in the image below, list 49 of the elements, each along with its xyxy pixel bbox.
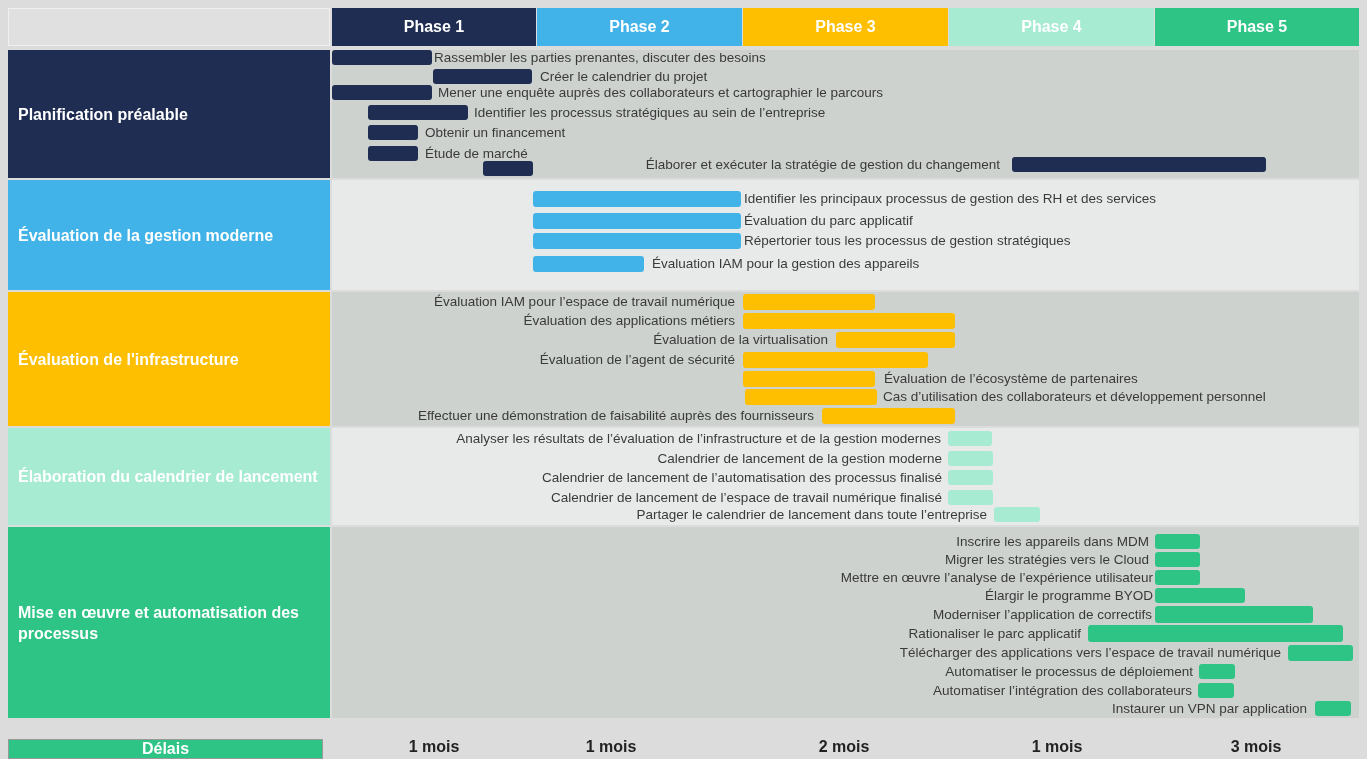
duration-label: 1 mois bbox=[584, 738, 638, 756]
task-label: Cas d’utilisation des collaborateurs et développement personnel bbox=[883, 389, 1266, 405]
task-label: Analyser les résultats de l’évaluation de l’infrastructure et de la gestion modernes bbox=[456, 430, 941, 447]
phase-header: Phase 5 bbox=[1155, 8, 1359, 46]
task-label: Moderniser l’application de correctifs bbox=[932, 606, 1152, 623]
duration-label: 1 mois bbox=[407, 738, 461, 756]
category-band: Élaboration du calendrier de lancement bbox=[8, 428, 330, 525]
task-label: Évaluation IAM pour la gestion des appareils bbox=[652, 256, 920, 272]
task-label: Identifier les processus stratégiques au sein de l’entreprise bbox=[474, 104, 826, 121]
task-label: Élaborer et exécuter la stratégie de gestion du changement bbox=[645, 156, 1000, 173]
category-band: Planification préalable bbox=[8, 50, 330, 178]
task-label: Étude de marché bbox=[425, 145, 528, 162]
duration-label: 1 mois bbox=[1030, 738, 1084, 756]
task-label: Évaluation de l’agent de sécurité bbox=[539, 352, 735, 368]
task-label: Évaluation de la virtualisation bbox=[653, 332, 828, 348]
task-label: Instaurer un VPN par application bbox=[1111, 700, 1307, 717]
task-label: Créer le calendrier du projet bbox=[540, 68, 708, 85]
task-label: Automatiser l’intégration des collaborateurs bbox=[933, 682, 1192, 699]
phase-header: Phase 4 bbox=[949, 8, 1154, 46]
task-label: Identifier les principaux processus de gestion des RH et des services bbox=[744, 191, 1156, 207]
task-label: Obtenir un financement bbox=[425, 124, 566, 141]
category-band: Mise en œuvre et automatisation des processus bbox=[8, 527, 330, 718]
task-label: Répertorier tous les processus de gestion stratégiques bbox=[744, 233, 1071, 249]
task-label: Élargir le programme BYOD bbox=[984, 587, 1153, 604]
task-label: Calendrier de lancement de la gestion moderne bbox=[657, 450, 942, 467]
duration-label: 3 mois bbox=[1229, 738, 1283, 756]
task-label: Mener une enquête auprès des collaborateurs et cartographier le parcours bbox=[438, 84, 884, 101]
task-label: Calendrier de lancement de l’espace de travail numérique finalisé bbox=[551, 489, 942, 506]
task-label: Migrer les stratégies vers le Cloud bbox=[944, 551, 1149, 568]
phase-header: Phase 2 bbox=[537, 8, 742, 46]
task-label: Évaluation du parc applicatif bbox=[744, 213, 913, 229]
task-label: Mettre en œuvre l’analyse de l’expérience utilisateur bbox=[840, 569, 1153, 586]
task-label: Calendrier de lancement de l’automatisation des processus finalisé bbox=[542, 469, 942, 486]
category-band: Évaluation de la gestion moderne bbox=[8, 180, 330, 290]
phase-header: Phase 1 bbox=[332, 8, 536, 46]
task-label: Partager le calendrier de lancement dans toute l’entreprise bbox=[636, 506, 987, 523]
category-band: Évaluation de l'infrastructure bbox=[8, 292, 330, 426]
task-label: Automatiser le processus de déploiement bbox=[945, 663, 1193, 680]
task-label: Évaluation de l’écosystème de partenaires bbox=[884, 371, 1138, 387]
task-label: Rationaliser le parc applicatif bbox=[908, 625, 1081, 642]
duration-label: 2 mois bbox=[817, 738, 871, 756]
task-label: Inscrire les appareils dans MDM bbox=[956, 533, 1149, 550]
task-label: Évaluation IAM pour l’espace de travail numérique bbox=[434, 294, 735, 310]
task-label: Rassembler les parties prenantes, discuter des besoins bbox=[434, 49, 766, 66]
timeline-header: Délais bbox=[8, 739, 323, 759]
task-label: Télécharger des applications vers l’espace de travail numérique bbox=[899, 645, 1281, 661]
task-label: Effectuer une démonstration de faisabilité auprès des fournisseurs bbox=[418, 408, 814, 424]
phase-header: Phase 3 bbox=[743, 8, 948, 46]
task-label: Évaluation des applications métiers bbox=[523, 313, 735, 329]
